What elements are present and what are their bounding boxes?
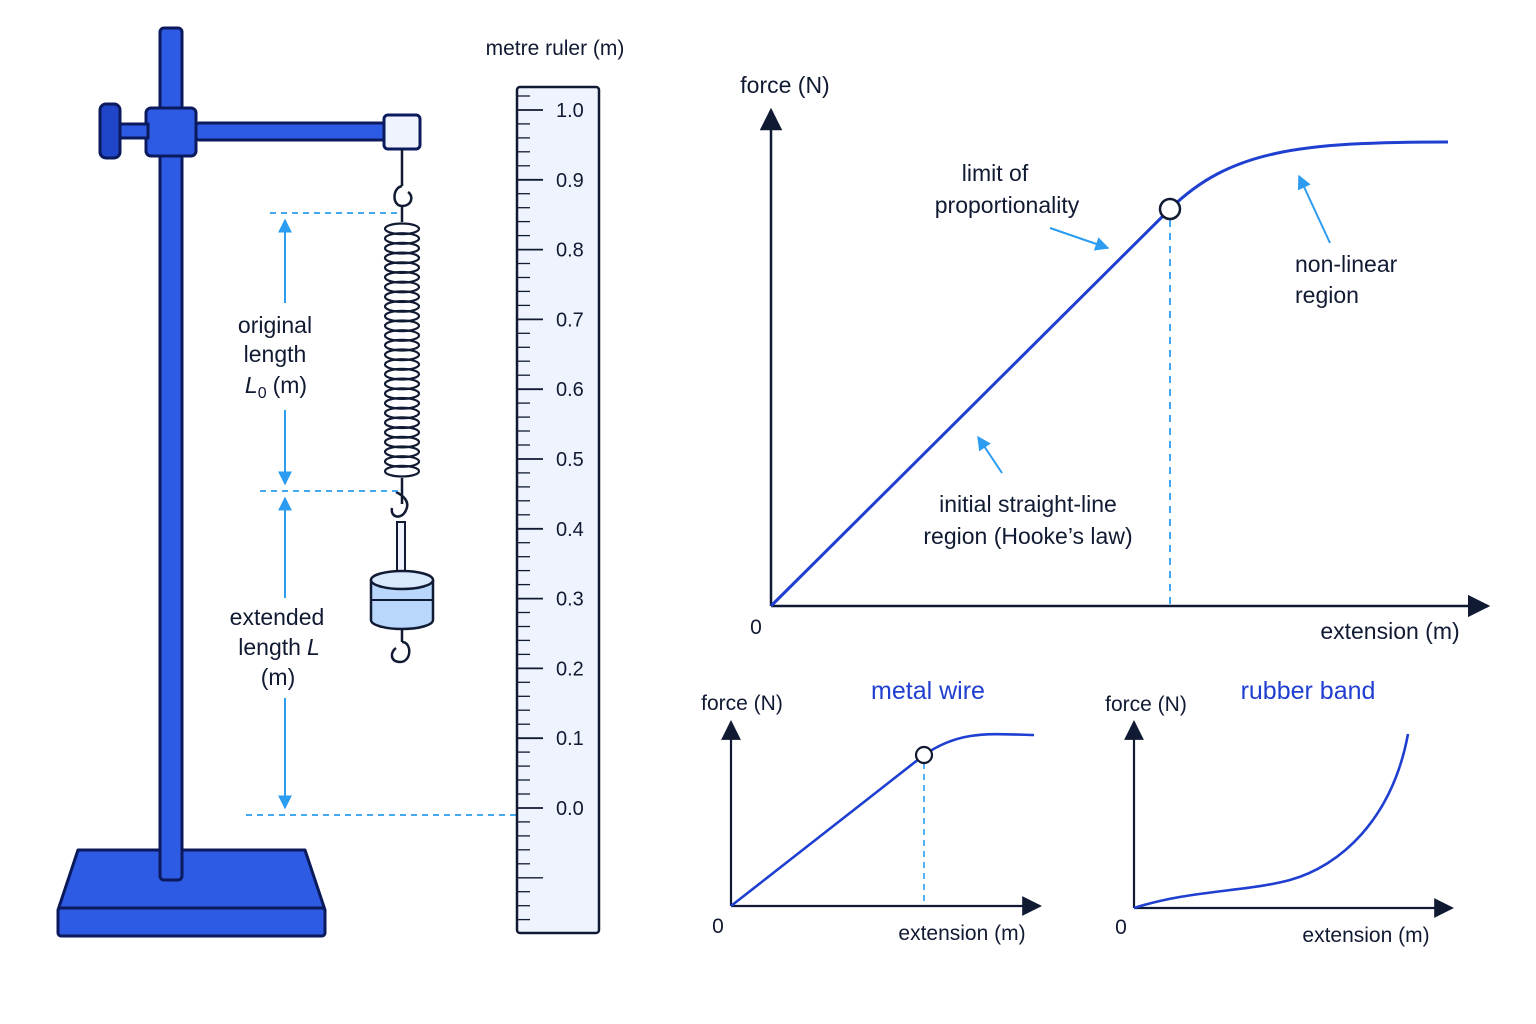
top-hook [393,184,413,208]
ruler-tick-label: 0.6 [556,379,584,401]
rubber-band-y-label: force (N) [1105,693,1187,716]
limit-pointer-arrow [1049,227,1110,251]
spring-assembly [369,149,435,664]
limit-of-proportionality-point [1158,197,1182,221]
linear-label-1: initial straight-line [939,491,1117,517]
stand-base-top [56,848,327,912]
ruler-tick-label: 0.5 [556,449,584,471]
ruler-body [515,85,601,935]
extended-length-label-1: extended [230,604,325,630]
rubber-band-title: rubber band [1241,677,1376,705]
metal-wire-graph: metal wire force (N) 0 extension (m) [701,677,1042,945]
bottom-hook [390,640,411,664]
main-origin-label: 0 [750,616,762,639]
extended-length-unit: (m) [261,664,295,690]
main-x-axis-label: extension (m) [1320,618,1459,644]
ruler-tick-label: 1.0 [556,100,584,122]
metal-wire-y-label: force (N) [701,692,783,715]
limit-label-2: proportionality [935,192,1080,218]
rubber-band-origin: 0 [1115,916,1127,939]
ruler-tick-label: 0.1 [556,728,584,750]
stand-base-front [56,906,327,938]
metal-wire-title: metal wire [871,677,985,705]
original-length-label-2: length [244,341,307,367]
rubber-band-x-label: extension (m) [1302,924,1429,947]
ruler-title: metre ruler (m) [486,37,625,60]
ruler-labels: 1.0 0.9 0.8 0.7 0.6 0.5 0.4 0.3 0.2 0.1 0.0 [556,100,584,820]
spring-coils [383,222,421,478]
ruler-tick-label: 0.7 [556,309,584,331]
mass-hook [390,490,409,518]
thumb-screw-knob [98,102,122,160]
ruler-tick-label: 0.4 [556,519,584,541]
boss-head [144,106,198,158]
main-nonlinear-segment [1168,140,1449,211]
mass-stem [396,521,406,575]
ruler-tick-label: 0.0 [556,798,584,820]
spring-coil [383,464,421,478]
original-length-symbol: L0(m) [245,372,307,402]
main-y-axis-label: force (N) [740,72,829,98]
ruler-tick-label: 0.3 [556,589,584,611]
nonlinear-label-1: non-linear [1295,251,1398,277]
limit-label-1: limit of [962,160,1029,186]
metal-wire-origin: 0 [712,915,724,938]
metal-wire-curve [730,732,1035,908]
linear-label-2: region (Hooke’s law) [923,523,1132,549]
ruler-ticks [517,95,543,921]
ruler-tick-label: 0.2 [556,658,584,680]
linear-pointer-arrow [977,435,1003,474]
original-length-label-1: original [238,312,312,338]
metal-wire-x-label: extension (m) [898,922,1025,945]
main-force-extension-graph: force (N) extension (m) 0 limit of propo… [740,72,1491,644]
clamp-screw-shaft [116,122,150,140]
retort-stand [56,26,422,938]
rubber-band-curve [1133,733,1410,910]
clamp-jaw [382,113,422,151]
stand-rod [158,26,184,882]
main-linear-segment [769,207,1172,608]
slotted-mass [369,569,435,631]
nonlinear-label-2: region [1295,282,1359,308]
ruler-tick-label: 0.8 [556,240,584,262]
clamp-arm [194,121,390,142]
metal-wire-limit-point [914,745,934,765]
metre-ruler: metre ruler (m) 1.0 0.9 0.8 0.7 0.6 0.5 0.4 0.3… [486,37,625,935]
rubber-band-graph: rubber band force (N) 0 extension (m) [1105,677,1454,947]
nonlinear-pointer-arrow [1297,174,1331,244]
ruler-tick-label: 0.9 [556,170,584,192]
